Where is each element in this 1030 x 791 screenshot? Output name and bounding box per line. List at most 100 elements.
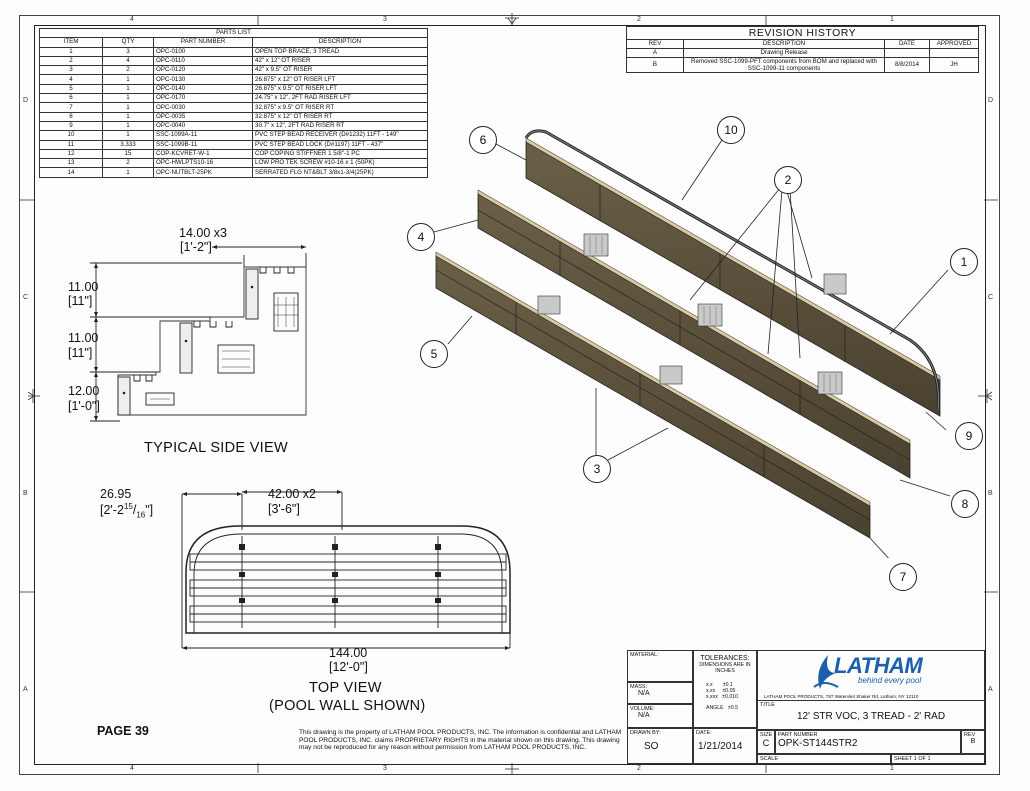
page-number: PAGE 39 [97, 724, 149, 738]
callout-4: 4 [407, 223, 435, 251]
material-label: MATERIAL: [630, 652, 659, 658]
parts-cell-part-number: OPC-0030 [153, 102, 253, 113]
drawn-by-label: DRAWN BY: [630, 730, 661, 736]
zone-bottom-3: 3 [383, 765, 387, 772]
parts-cell-description: 30.7" x 12", 2FT RAD RISER RT [252, 120, 428, 132]
rev-header-description: DESCRIPTION [683, 39, 885, 49]
drawn-by-value: SO [644, 741, 659, 752]
zone-left-c: C [23, 294, 29, 301]
parts-cell-description: 26.875" x 9.5" OT RISER LFT [252, 83, 428, 95]
parts-cell-part-number: OPC-0100 [153, 46, 253, 57]
parts-cell-qty: 3.333 [102, 139, 154, 150]
top-view-drawing [181, 490, 511, 650]
logo-tagline: behind every pool [858, 676, 922, 685]
mass-cell: MASS: N/A [627, 682, 693, 704]
parts-cell-qty: 1 [102, 83, 154, 95]
tol-row-2-value: ±0.05 [722, 688, 736, 694]
parts-cell-qty: 15 [102, 148, 154, 160]
zone-bottom-2: 2 [637, 765, 641, 772]
side-dim-rise-2-ft: [11"] [68, 346, 93, 360]
side-dim-tread-ft: [1'-2"] [180, 240, 212, 254]
material-cell: MATERIAL: [627, 650, 693, 682]
side-dim-rise-3: 12.00 [68, 384, 100, 398]
zone-left-d: D [23, 97, 29, 104]
top-dim-end-ft-whole: [2'-2 [100, 503, 124, 518]
parts-list-title: PARTS LIST [39, 27, 428, 39]
callout-3: 3 [583, 455, 611, 483]
parts-cell-part-number: OPC-0140 [153, 83, 253, 95]
parts-cell-part-number: OPC-HWLPTS10-16 [153, 158, 253, 169]
parts-cell-description: 32.875" x 12" OT RISER RT [252, 111, 428, 122]
company-address: LATHAM POOL PRODUCTS, 787 Watervliet Sha… [764, 694, 919, 699]
size-label: SIZE [760, 732, 773, 738]
revision-history-table: REVISION HISTORY REV DESCRIPTION DATE AP… [626, 26, 979, 73]
zone-top-1: 1 [890, 16, 894, 23]
parts-cell-item: 5 [39, 83, 103, 95]
parts-cell-qty: 1 [102, 74, 154, 85]
parts-cell-description: 24.75" x 12", 2FT RAD RISER LFT [252, 93, 428, 104]
zone-right-b: B [988, 490, 993, 497]
zone-left-b: B [23, 490, 28, 497]
parts-cell-part-number: COP-KCVRET-W-1 [153, 148, 253, 160]
outer-border [19, 15, 1000, 775]
callout-8: 8 [951, 490, 979, 518]
size-value: C [762, 738, 770, 748]
parts-cell-item: 12 [39, 148, 103, 160]
side-dim-rise-1: 11.00 [68, 280, 99, 294]
callout-2: 2 [774, 166, 802, 194]
parts-cell-item: 1 [39, 46, 103, 57]
top-view-title: TOP VIEW [309, 680, 382, 696]
sheet-label: SHEET 1 OF 1 [894, 756, 931, 762]
parts-cell-item: 3 [39, 65, 103, 76]
callout-9: 9 [955, 422, 983, 450]
parts-cell-qty: 3 [102, 46, 154, 57]
parts-cell-item: 11 [39, 139, 103, 150]
latham-logo-text: LATHAM [834, 653, 923, 678]
callout-5: 5 [420, 340, 448, 368]
date-cell: DATE: 1/21/2014 [693, 728, 757, 764]
parts-cell-part-number: OPC-0110 [153, 55, 253, 67]
parts-cell-qty: 1 [102, 130, 154, 141]
tol-row-2: x.xx ±0.05 [706, 688, 754, 694]
title-cell: TITLE 12' STR VOC, 3 TREAD - 2' RAD [757, 700, 985, 730]
parts-cell-item: 8 [39, 111, 103, 122]
top-dim-overall: 144.00 [329, 646, 368, 660]
callout-7: 7 [889, 563, 917, 591]
revision-row: A Drawing Release [626, 48, 979, 58]
volume-cell: VOLUME: N/A [627, 704, 693, 728]
zone-top-2: 2 [637, 16, 641, 23]
side-dim-rise-3-ft: [1'-0"] [68, 399, 100, 413]
parts-cell-part-number: OPC-0120 [153, 65, 253, 76]
parts-cell-item: 10 [39, 130, 103, 141]
parts-cell-description: OPEN TOP BRACE, 3 TREAD [252, 46, 428, 57]
rev-b-rev: B [626, 57, 684, 73]
top-dim-overall-ft: [12'-0"] [329, 660, 368, 674]
rev-a-date [884, 48, 930, 58]
rev-header-rev: REV [626, 39, 684, 49]
parts-cell-part-number: SSC-1099A-11 [153, 130, 253, 141]
tol-row-1: x.x ±0.1 [706, 682, 754, 688]
parts-list-table: PARTS LIST ITEM QTY PART NUMBER DESCRIPT… [39, 27, 428, 178]
callout-6: 6 [469, 126, 497, 154]
rev-a-approved [929, 48, 979, 58]
side-dim-tread: 14.00 x3 [179, 226, 227, 240]
parts-cell-qty: 1 [102, 167, 154, 178]
wave-logo-icon [813, 655, 839, 689]
parts-cell-part-number: OPC-0035 [153, 111, 253, 122]
rev-b-date: 8/8/2014 [884, 57, 930, 73]
scale-cell: SCALE [757, 754, 891, 764]
top-dim-end-close: "] [145, 503, 154, 518]
parts-cell-qty: 2 [102, 65, 154, 76]
parts-cell-part-number: SSC-1099B-11 [153, 139, 253, 150]
part-number-cell: PART NUMBER OPK-ST144STR2 [775, 730, 961, 754]
date-value: 1/21/2014 [698, 741, 743, 752]
side-dim-rise-2: 11.00 [68, 331, 99, 345]
drawn-by-cell: DRAWN BY: SO [627, 728, 693, 764]
parts-cell-description: PVC STEP BEAD LOCK (D#1197) 11FT - 437" [252, 139, 428, 150]
